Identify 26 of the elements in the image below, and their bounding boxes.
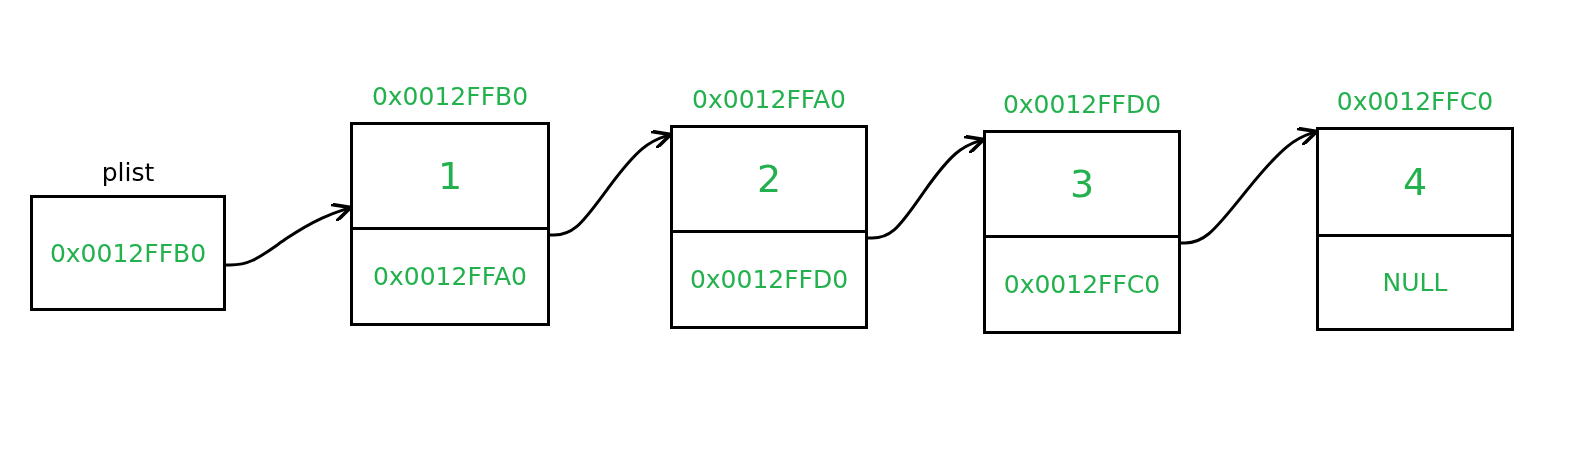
cell-value: 4 bbox=[1402, 160, 1428, 204]
list-cell bbox=[670, 125, 868, 233]
arrow bbox=[868, 134, 986, 240]
address-label: 0x0012FFD0 bbox=[1001, 90, 1163, 119]
cell-value: 1 bbox=[437, 154, 463, 198]
variable-name: plist bbox=[100, 158, 156, 187]
arrow bbox=[550, 129, 673, 237]
cell-value: 0x0012FFB0 bbox=[49, 238, 207, 268]
cell-value: 0x0012FFC0 bbox=[1003, 270, 1161, 299]
address-label: 0x0012FFB0 bbox=[370, 82, 530, 111]
list-cell bbox=[1316, 127, 1514, 237]
list-cell bbox=[983, 235, 1181, 334]
cell-value: 2 bbox=[756, 157, 782, 201]
cell-value: 3 bbox=[1069, 162, 1095, 206]
address-label: 0x0012FFA0 bbox=[691, 85, 847, 114]
cell-value: 0x0012FFA0 bbox=[373, 262, 527, 291]
cell-value: NULL bbox=[1382, 268, 1448, 297]
arrow bbox=[226, 202, 353, 267]
arrow bbox=[1181, 126, 1319, 245]
list-cell bbox=[350, 122, 550, 230]
cell-value: 0x0012FFD0 bbox=[689, 265, 849, 294]
address-label: 0x0012FFC0 bbox=[1335, 87, 1495, 116]
list-cell bbox=[350, 227, 550, 326]
list-cell bbox=[1316, 234, 1514, 331]
list-cell bbox=[670, 230, 868, 329]
list-cell bbox=[983, 130, 1181, 238]
